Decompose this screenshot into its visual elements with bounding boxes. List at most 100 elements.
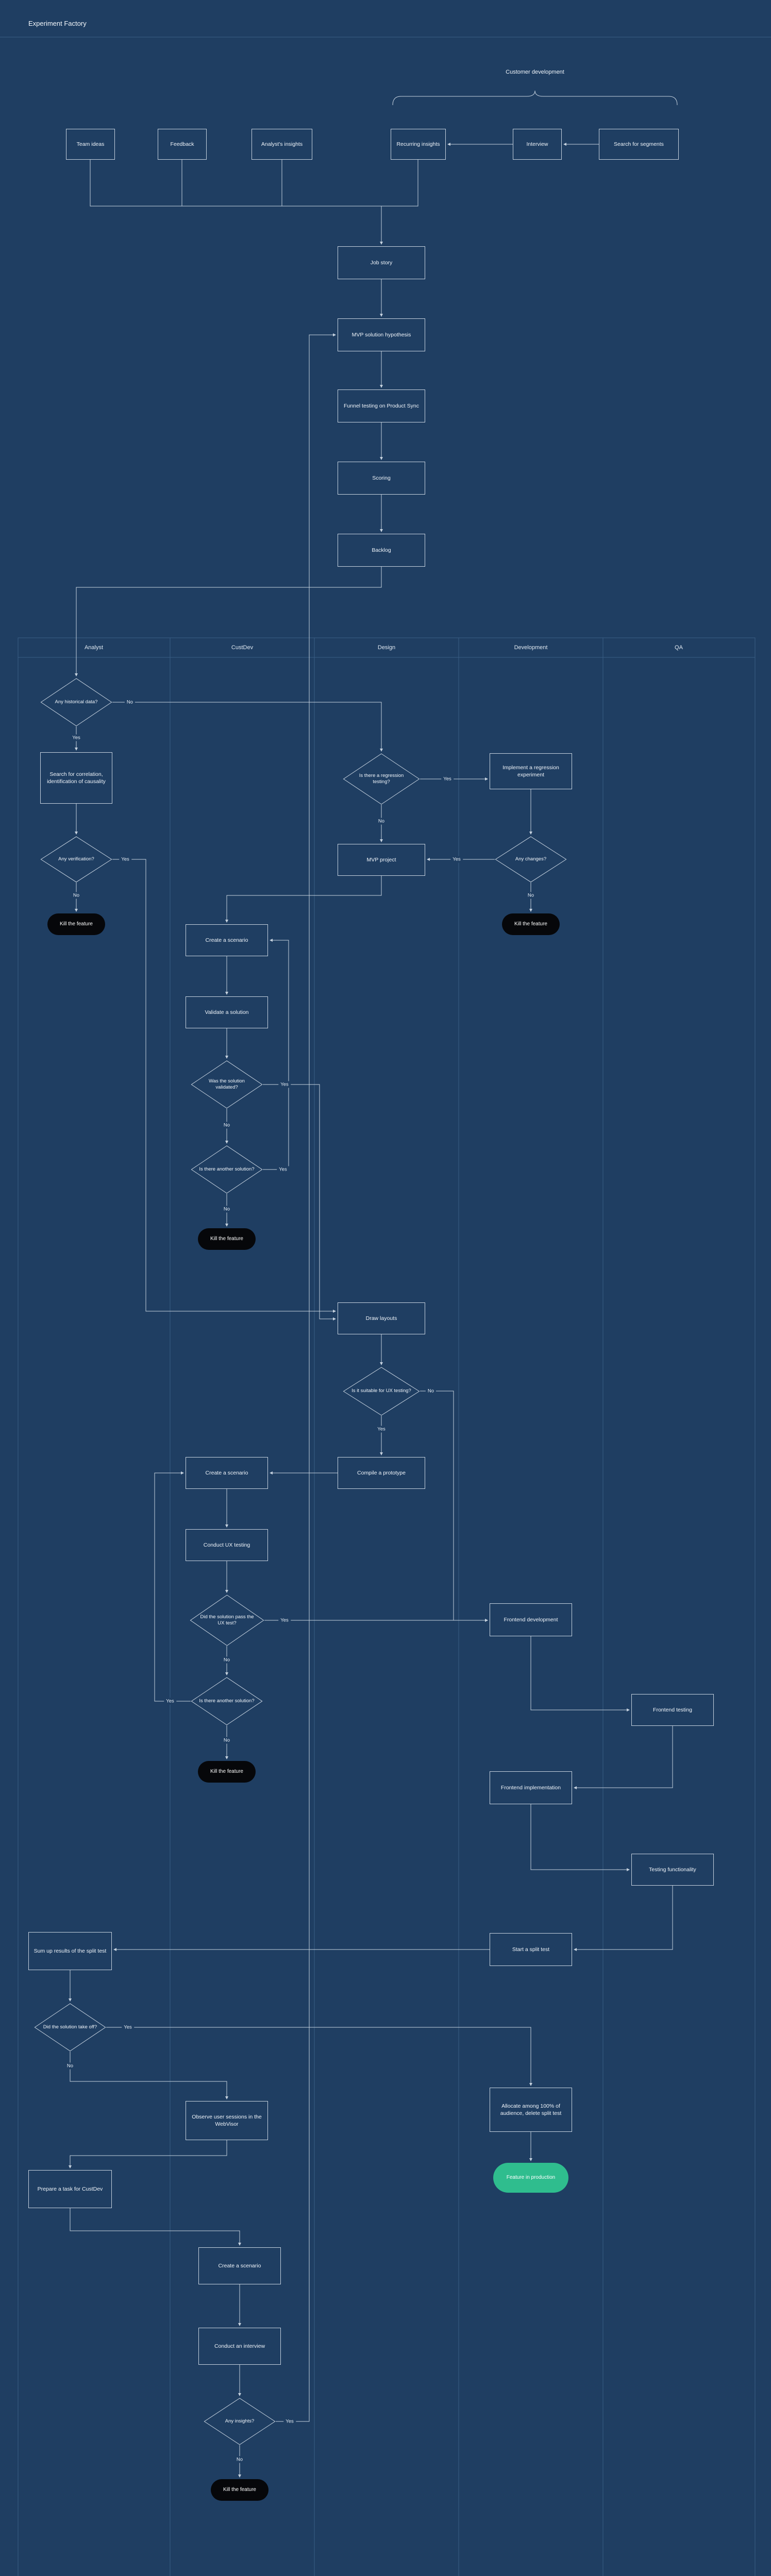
edge-label-no-insights[interactable]: No <box>234 2456 245 2463</box>
node-scoring[interactable]: Scoring <box>338 462 425 495</box>
edge-label-no-changes[interactable]: No <box>525 892 537 899</box>
edge-label-no-took-off[interactable]: No <box>64 2062 76 2070</box>
lane-header-analyst[interactable]: Analyst <box>84 645 104 651</box>
node-any-changes[interactable]: Any changes? <box>495 836 567 883</box>
edge-label-yes-suitable[interactable]: Yes <box>375 1426 388 1433</box>
edge-label-yes-regression[interactable]: Yes <box>441 775 454 783</box>
edge-label-no-suitable[interactable]: No <box>425 1387 437 1395</box>
node-any-insights[interactable]: Any insights? <box>204 2398 276 2445</box>
node-label: Conduct UX testing <box>203 1541 250 1548</box>
node-label: Is it suitable for UX testing? <box>351 1388 411 1394</box>
node-sum-up-results[interactable]: Sum up results of the split test <box>28 1932 112 1970</box>
edge-label-yes-another-1[interactable]: Yes <box>277 1166 289 1173</box>
edge-label-no-validated[interactable]: No <box>221 1122 232 1129</box>
node-label: Recurring insights <box>396 141 440 147</box>
node-label: Did the solution pass the UX test? <box>200 1614 254 1626</box>
node-conduct-interview[interactable]: Conduct an interview <box>198 2328 281 2365</box>
node-feature-in-production[interactable]: Feature in production <box>493 2163 568 2193</box>
node-label: Backlog <box>372 547 391 553</box>
node-label: Observe user sessions in the WebVisor <box>192 2113 262 2127</box>
node-frontend-development[interactable]: Frontend development <box>490 1603 572 1636</box>
node-observe-webvisor[interactable]: Observe user sessions in the WebVisor <box>186 2101 268 2140</box>
node-mvp-project[interactable]: MVP project <box>338 844 425 876</box>
node-label: Was the solution validated? <box>209 1078 245 1090</box>
node-label: Create a scenario <box>205 937 248 943</box>
edge-label-no-regression[interactable]: No <box>376 818 387 825</box>
node-interview[interactable]: Interview <box>513 129 562 160</box>
group-label-customer-development[interactable]: Customer development <box>506 69 564 75</box>
node-label: Funnel testing on Product Sync <box>344 402 419 409</box>
edge-label-no-another-1[interactable]: No <box>221 1206 232 1213</box>
edge-label-yes-another-2[interactable]: Yes <box>164 1698 176 1705</box>
node-frontend-testing[interactable]: Frontend testing <box>631 1694 714 1726</box>
node-label: Draw layouts <box>365 1315 397 1321</box>
node-start-split-test[interactable]: Start a split test <box>490 1933 572 1966</box>
node-create-scenario-2[interactable]: Create a scenario <box>186 1457 268 1489</box>
node-mvp-solution-hypothesis[interactable]: MVP solution hypothesis <box>338 318 425 351</box>
node-draw-layouts[interactable]: Draw layouts <box>338 1302 425 1334</box>
node-another-solution-1[interactable]: Is there another solution? <box>191 1145 263 1194</box>
edge-label-yes-took-off[interactable]: Yes <box>122 2024 134 2031</box>
node-did-solution-take-off[interactable]: Did the solution take off? <box>34 2003 106 2052</box>
edge-label-no-passed-ux[interactable]: No <box>221 1656 232 1664</box>
lane-header-design[interactable]: Design <box>377 645 396 651</box>
node-team-ideas[interactable]: Team ideas <box>66 129 115 160</box>
node-search-correlation[interactable]: Search for correlation, identification o… <box>40 752 112 804</box>
node-regression-testing[interactable]: Is there a regression testing? <box>343 753 420 805</box>
node-suitable-for-ux[interactable]: Is it suitable for UX testing? <box>343 1367 420 1416</box>
edge-label-yes-changes[interactable]: Yes <box>450 856 463 863</box>
edge-label-yes-passed-ux[interactable]: Yes <box>278 1617 291 1624</box>
edge-label-yes-verification[interactable]: Yes <box>119 856 131 863</box>
node-testing-functionality[interactable]: Testing functionality <box>631 1854 714 1886</box>
node-frontend-implementation[interactable]: Frontend implementation <box>490 1771 572 1804</box>
node-kill-the-feature-1[interactable]: Kill the feature <box>47 913 105 935</box>
edge-label-yes-validated[interactable]: Yes <box>278 1081 291 1088</box>
edge-label-no-historical[interactable]: No <box>124 699 136 706</box>
node-another-solution-2[interactable]: Is there another solution? <box>191 1677 263 1725</box>
node-create-scenario-1[interactable]: Create a scenario <box>186 924 268 956</box>
node-any-historical-data[interactable]: Any historical data? <box>40 678 112 726</box>
node-label: Start a split test <box>512 1946 550 1953</box>
node-label: Team ideas <box>76 141 105 147</box>
node-feedback[interactable]: Feedback <box>158 129 207 160</box>
node-conduct-ux-testing[interactable]: Conduct UX testing <box>186 1529 268 1561</box>
node-label: Any insights? <box>225 2418 255 2424</box>
edge-label-no-another-2[interactable]: No <box>221 1737 232 1744</box>
node-validate-solution[interactable]: Validate a solution <box>186 996 268 1028</box>
node-kill-the-feature-4[interactable]: Kill the feature <box>198 1761 256 1783</box>
node-job-story[interactable]: Job story <box>338 246 425 279</box>
node-label: Kill the feature <box>210 1768 243 1774</box>
node-label: Frontend testing <box>653 1706 692 1713</box>
node-label: Kill the feature <box>223 2486 256 2493</box>
node-search-for-segments[interactable]: Search for segments <box>599 129 679 160</box>
lane-header-custdev[interactable]: CustDev <box>231 645 254 651</box>
node-any-verification[interactable]: Any verification? <box>40 836 112 883</box>
node-label: Interview <box>526 141 548 147</box>
node-create-scenario-3[interactable]: Create a scenario <box>198 2247 281 2284</box>
node-label: Create a scenario <box>205 1469 248 1476</box>
edge-label-no-verification[interactable]: No <box>71 892 82 899</box>
node-label: Is there a regression testing? <box>359 772 404 785</box>
lane-header-qa[interactable]: QA <box>675 645 683 651</box>
edge-label-yes-insights[interactable]: Yes <box>283 2418 296 2425</box>
node-label: Kill the feature <box>514 921 547 927</box>
node-recurring-insights[interactable]: Recurring insights <box>391 129 446 160</box>
edge-label-yes-historical[interactable]: Yes <box>70 734 82 741</box>
node-compile-prototype[interactable]: Compile a prototype <box>338 1457 425 1489</box>
node-funnel-testing[interactable]: Funnel testing on Product Sync <box>338 389 425 422</box>
node-did-solution-pass-ux[interactable]: Did the solution pass the UX test? <box>190 1595 264 1646</box>
node-label: Frontend implementation <box>500 1784 561 1791</box>
node-kill-the-feature-2[interactable]: Kill the feature <box>502 913 560 935</box>
node-implement-regression[interactable]: Implement a regression experiment <box>490 753 572 789</box>
node-backlog[interactable]: Backlog <box>338 534 425 567</box>
node-allocate-audience[interactable]: Allocate among 100% of audience, delete … <box>490 2088 572 2132</box>
node-label: Scoring <box>372 474 391 481</box>
node-label: Is there another solution? <box>199 1166 255 1172</box>
node-analysts-insights[interactable]: Analyst's insights <box>252 129 312 160</box>
node-kill-the-feature-5[interactable]: Kill the feature <box>211 2479 269 2501</box>
node-kill-the-feature-3[interactable]: Kill the feature <box>198 1228 256 1250</box>
node-prepare-task-custdev[interactable]: Prepare a task for CustDev <box>28 2170 112 2208</box>
node-was-solution-validated[interactable]: Was the solution validated? <box>191 1060 263 1109</box>
lane-header-development[interactable]: Development <box>514 645 548 651</box>
